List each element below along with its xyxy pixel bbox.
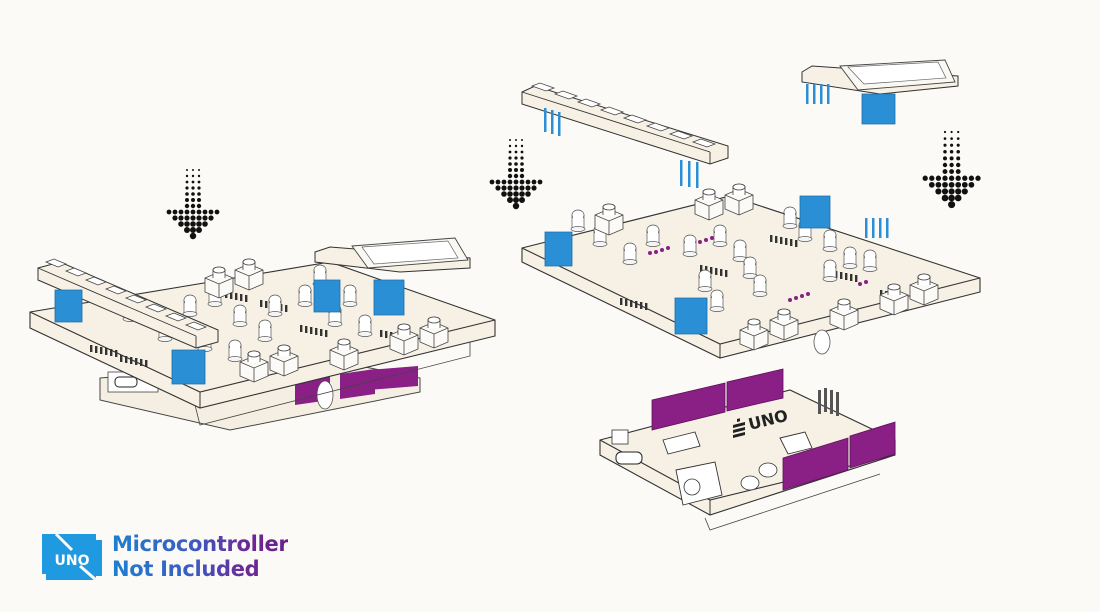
blue-header xyxy=(544,231,573,267)
purple-header xyxy=(651,382,726,431)
led-bar-module-floating xyxy=(521,82,729,188)
blue-header xyxy=(313,279,341,313)
uno-board-icon: UNO xyxy=(42,532,102,582)
chip xyxy=(662,431,701,455)
exploded-view: UNO xyxy=(521,59,981,531)
caption-line-1: Microcontroller xyxy=(112,532,289,556)
assembled-stack xyxy=(29,237,496,431)
down-arrow-icon xyxy=(922,130,981,209)
blue-header xyxy=(54,289,83,323)
down-arrow-icon xyxy=(166,169,220,240)
badge-label: UNO xyxy=(55,553,90,569)
blue-header xyxy=(861,93,896,125)
main-shield-board-exploded xyxy=(521,183,981,359)
microcontroller-notice: Microcontroller Not Included xyxy=(112,532,288,582)
blue-header xyxy=(373,279,405,316)
caption-line-2: Not Included xyxy=(112,557,260,581)
purple-header xyxy=(849,421,896,469)
down-arrow-icon xyxy=(489,139,543,210)
oled-display-module-floating xyxy=(801,59,959,125)
chip xyxy=(779,431,813,455)
led-bar-module xyxy=(37,258,219,385)
usb-c-port xyxy=(615,451,643,465)
blue-header xyxy=(171,349,206,385)
purple-header xyxy=(782,437,849,491)
purple-header xyxy=(726,368,784,412)
oled-display-module xyxy=(313,237,471,316)
uno-microcontroller-board: UNO xyxy=(599,368,896,531)
blue-header xyxy=(674,297,708,335)
blue-header xyxy=(799,195,831,229)
